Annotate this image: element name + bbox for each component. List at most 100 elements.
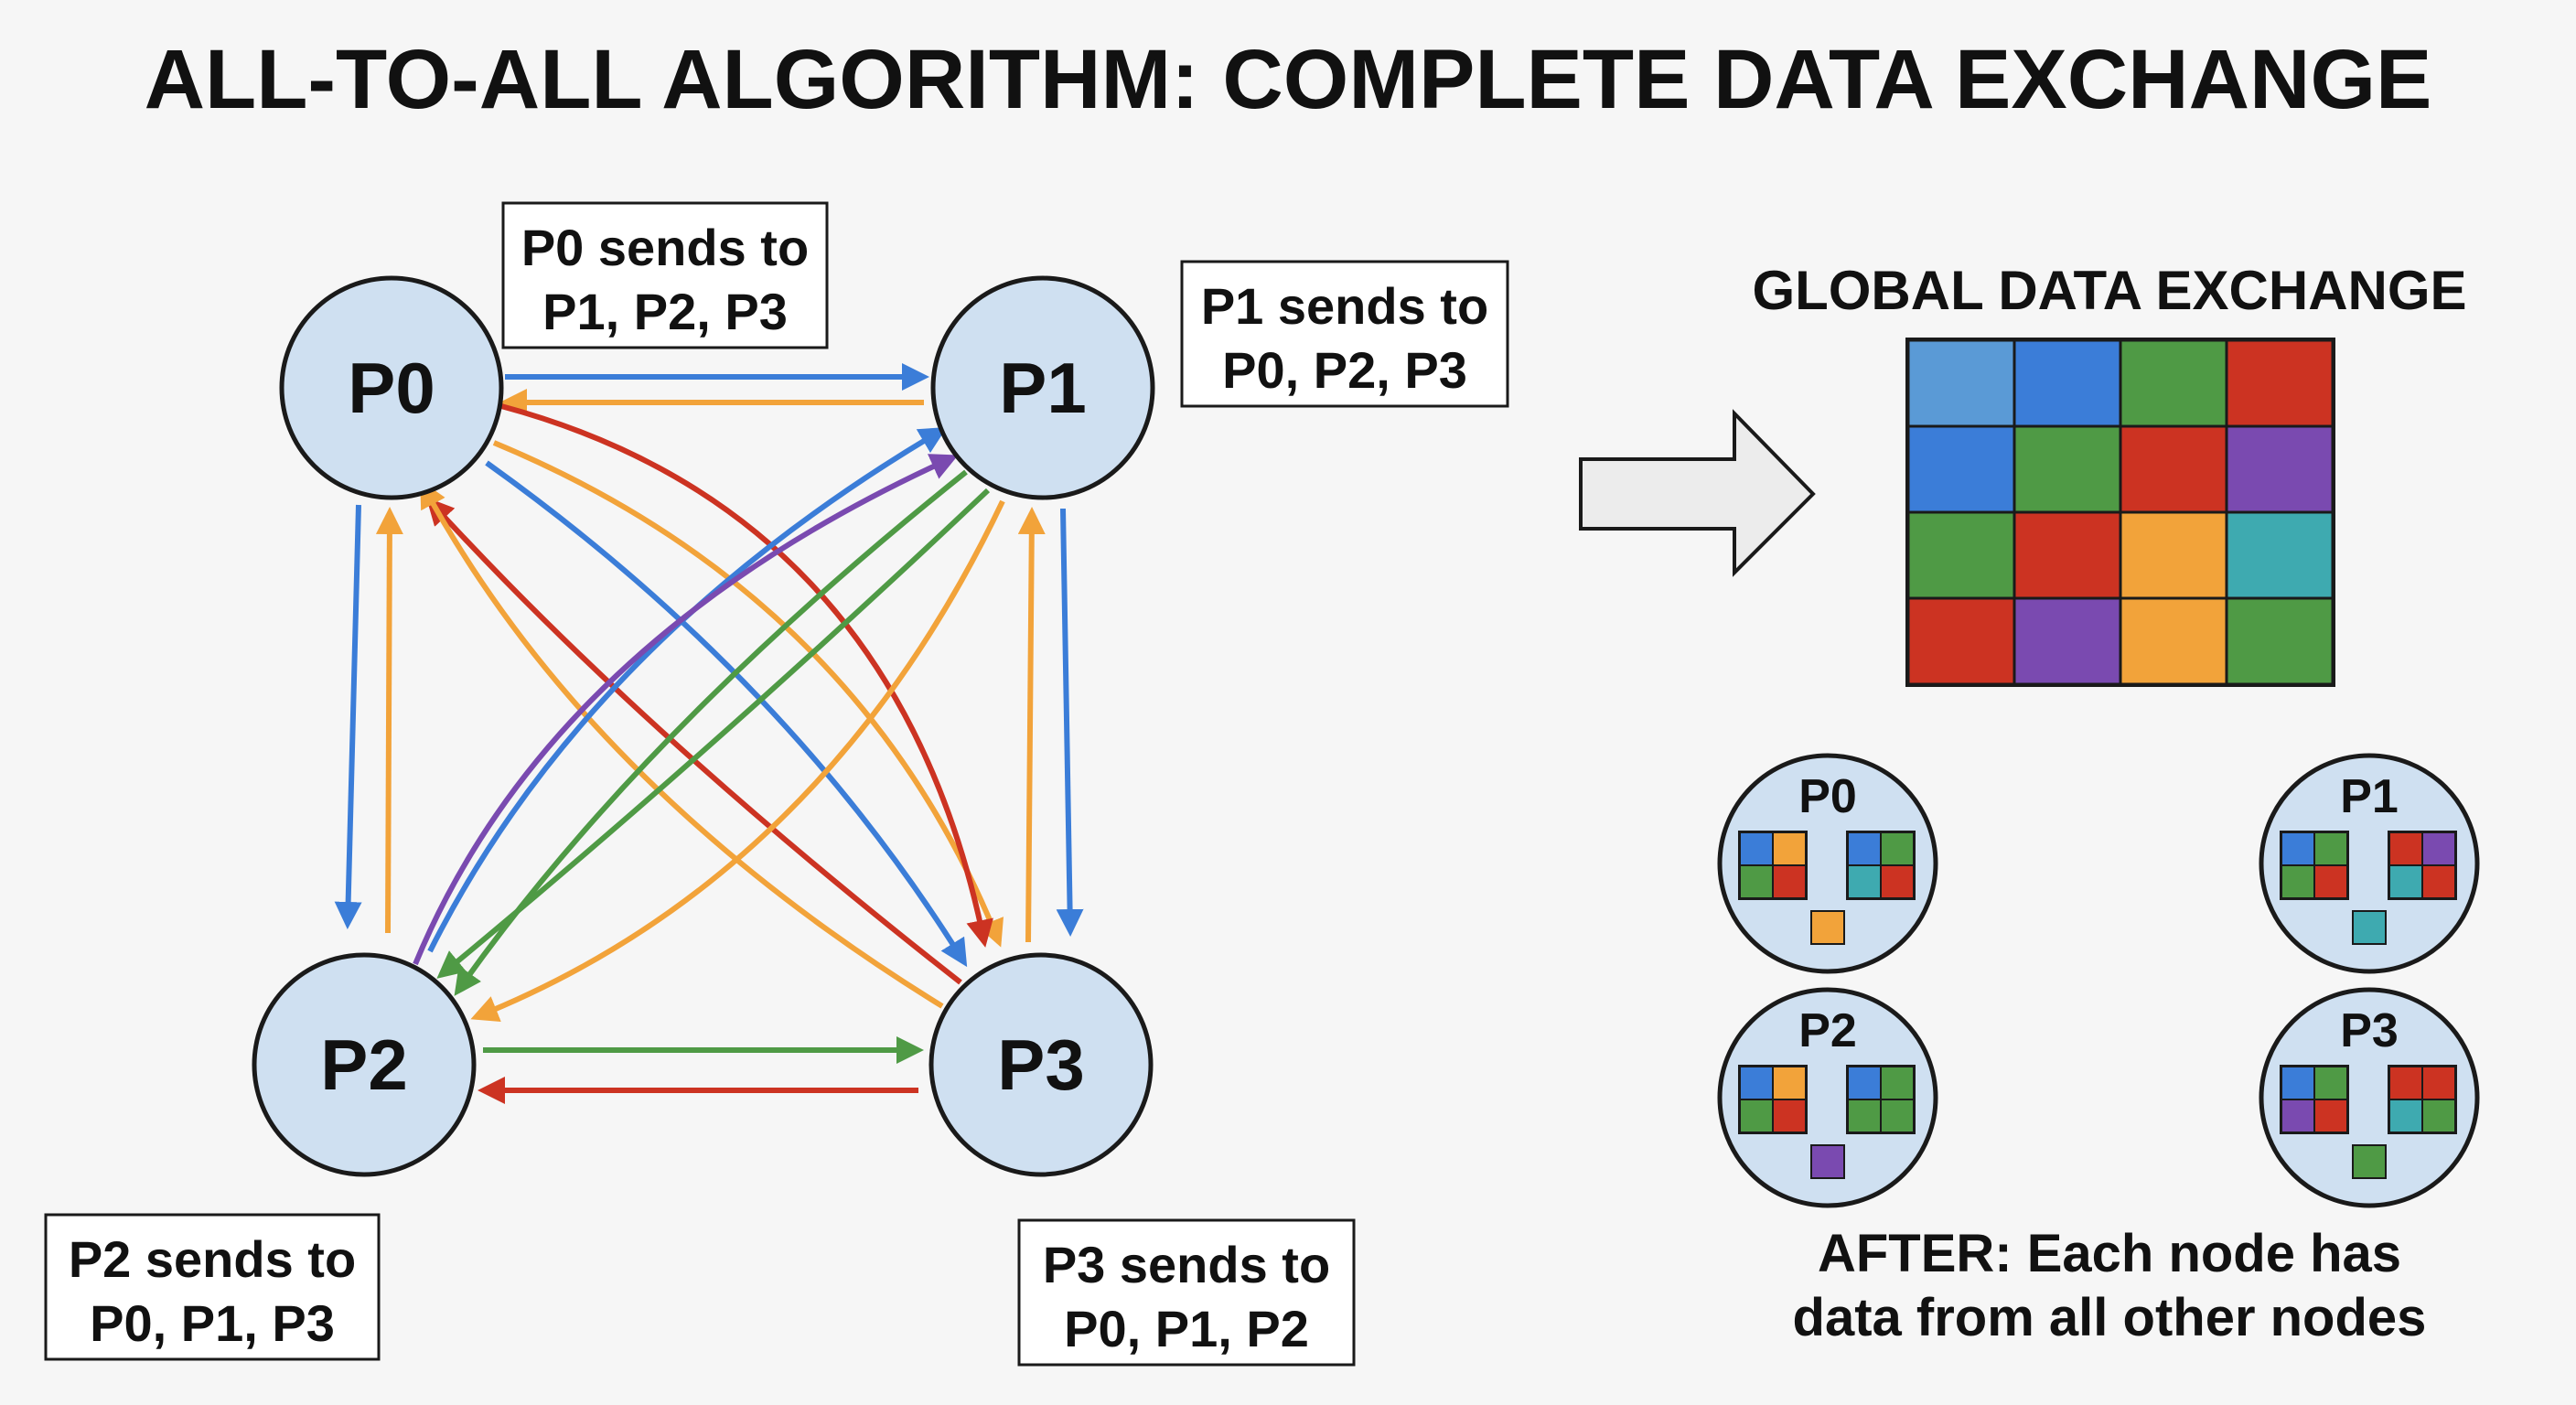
after-node-left-block-cell [1772,1066,1807,1100]
after-node-own-cell [2352,1144,2387,1179]
after-node-circle [1717,987,1938,1208]
send-box-p0-line1: P0 sends to [521,219,809,276]
after-node-left-block-cell [2313,864,2348,899]
send-box-p2: P2 sends to P0, P1, P3 [44,1213,381,1361]
after-node-right-block-cell [1880,1066,1915,1100]
send-box-p1-line1: P1 sends to [1201,277,1488,335]
send-box-p1: P1 sends to P0, P2, P3 [1180,260,1509,408]
edge-p3-to-p2 [470,499,1005,1023]
after-node-right-block-cell [1847,1066,1882,1100]
after-node-p1: P1 [2259,753,2480,974]
matrix-cell [2012,596,2122,686]
after-node-left-block-cell [1772,864,1807,899]
after-node-label: P3 [2340,1004,2399,1057]
node-p3: P3 [928,952,1154,1177]
matrix-cell [1906,338,2016,428]
edge-group [334,363,1084,1104]
after-node-p3: P3 [2259,987,2480,1208]
after-node-right-block-cell [1847,831,1882,866]
matrix-cell [2012,338,2122,428]
after-node-right-block-cell [2388,831,2423,866]
after-node-left-block-cell [1739,1066,1774,1100]
send-box-p3-frame [1017,1218,1356,1367]
edge-p2-to-p0 [375,507,403,934]
after-node-right-block-cell [2421,1066,2456,1100]
after-node-right-block-cell [2388,864,2423,899]
after-node-left-block-cell [2313,831,2348,866]
after-node-right-block-cell [1880,831,1915,866]
node-p0-circle [279,275,504,500]
after-node-right-block-cell [2388,1099,2423,1133]
after-node-right-block-cell [2421,831,2456,866]
after-node-p2: P2 [1717,987,1938,1208]
after-node-right-block-cell [2421,1099,2456,1133]
after-node-own-cell [2352,910,2387,945]
after-caption-line1: AFTER: Each node has [1818,1224,2401,1283]
after-node-left-block-cell [1739,831,1774,866]
matrix-cell [1906,424,2016,514]
send-box-p2-line1: P2 sends to [69,1230,356,1288]
edge-p3-to-p1 [1017,507,1046,943]
send-box-p3-line1: P3 sends to [1043,1236,1330,1293]
matrix-cell [2012,424,2122,514]
after-node-right-block-cell [1847,1099,1882,1133]
after-node-circle [2259,753,2480,974]
node-p2: P2 [252,952,477,1177]
after-node-right-block-cell [2421,864,2456,899]
global-exchange-matrix [1905,338,2335,687]
send-box-p2-line2: P0, P1, P3 [90,1294,335,1352]
edge-p0-to-p3 [485,460,968,968]
send-box-p1-line2: P0, P2, P3 [1222,341,1467,399]
node-p0-label: P0 [348,348,435,428]
after-node-left-block-cell [1739,864,1774,899]
send-box-p2-frame [44,1213,381,1361]
node-p2-circle [252,952,477,1177]
after-node-right-block-cell [1847,864,1882,899]
after-node-p0: P0 [1717,753,1938,974]
after-node-left-block-cell [2281,831,2315,866]
edge-p0-to-p3 [492,440,1004,948]
after-node-left-block-cell [1772,1099,1807,1133]
edge-p3-to-p0 [425,497,962,985]
block-arrow-icon [1579,409,1816,577]
matrix-cell [2225,596,2334,686]
matrix-cell [2119,338,2228,428]
page-title: ALL-TO-ALL ALGORITHM: COMPLETE DATA EXCH… [145,33,2432,126]
after-node-left-block-cell [2313,1099,2348,1133]
send-box-p0: P0 sends to P1, P2, P3 [501,201,829,349]
node-p0: P0 [279,275,504,500]
edge-p0-to-p2 [334,504,362,929]
after-node-label: P1 [2340,770,2399,823]
matrix-cell [1906,596,2016,686]
matrix-cell [2225,338,2334,428]
send-box-p0-line2: P1, P2, P3 [542,283,788,340]
after-node-left-block-cell [1739,1099,1774,1133]
after-node-right-block-cell [2388,1066,2423,1100]
matrix-cell [2119,510,2228,600]
after-node-label: P0 [1798,770,1857,823]
after-caption-line2: data from all other nodes [1793,1288,2427,1347]
after-node-left-block-cell [2281,1099,2315,1133]
node-p3-label: P3 [997,1024,1084,1105]
matrix-cell [2119,424,2228,514]
after-node-own-cell [1810,910,1845,945]
node-p3-circle [928,952,1154,1177]
after-node-left-block-cell [2313,1066,2348,1100]
send-box-p0-frame [501,201,829,349]
edge-p1-to-p3 [1056,508,1084,937]
send-box-p1-frame [1180,260,1509,408]
after-node-left-block-cell [2281,1066,2315,1100]
node-p1: P1 [930,275,1155,500]
after-node-right-block-cell [1880,1099,1915,1133]
send-box-p3-line2: P0, P1, P2 [1064,1300,1309,1357]
matrix-cell [2225,424,2334,514]
node-p1-circle [930,275,1155,500]
edge-p3-to-p0 [420,479,944,1009]
send-box-p3: P3 sends to P0, P1, P2 [1017,1218,1356,1367]
matrix-cell [2012,510,2122,600]
after-node-right-block-cell [1880,864,1915,899]
node-p1-label: P1 [999,348,1086,428]
edge-p2-to-p1 [427,426,948,953]
